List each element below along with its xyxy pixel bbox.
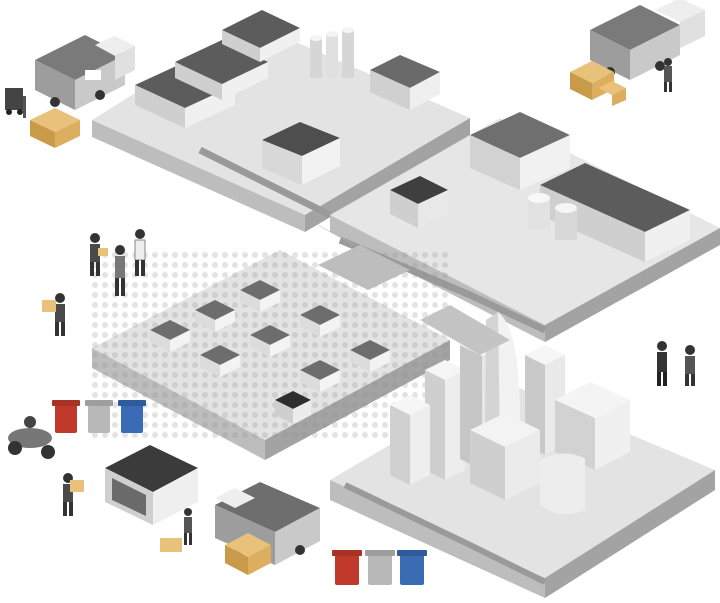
connecting-road <box>300 215 510 355</box>
cargo-box-icon <box>570 61 626 106</box>
recycling-bin-icon <box>397 550 427 585</box>
residential-zone-platform <box>92 250 452 460</box>
courier-person-icon <box>160 508 192 552</box>
dark-depot-building <box>390 176 448 228</box>
motor-scooter-icon <box>8 416 55 459</box>
storage-tanks <box>528 193 577 240</box>
delivery-truck-icon <box>590 0 705 80</box>
small-shop <box>275 391 311 424</box>
courier-person-icon <box>685 345 695 386</box>
cargo-box-icon <box>225 533 271 575</box>
rounded-building <box>540 453 585 514</box>
recycling-bin-icon <box>332 550 362 585</box>
delivery-truck-icon <box>215 482 320 565</box>
recycling-bin-icon <box>52 400 80 433</box>
office-tower <box>555 382 630 470</box>
factory-yard-platform <box>330 112 720 342</box>
factory-silos <box>310 27 354 78</box>
forklift-icon <box>5 88 26 118</box>
office-building <box>262 122 340 185</box>
courier-person-icon <box>657 341 667 386</box>
office-tower <box>390 395 430 485</box>
house-row <box>150 280 390 392</box>
recycling-bin-icon <box>85 400 113 433</box>
factory-building <box>370 55 440 110</box>
downtown-zone-platform <box>330 312 715 598</box>
recycling-bin-icon <box>118 400 146 433</box>
courier-person-icon <box>664 58 672 92</box>
courier-person-icon <box>134 229 146 276</box>
courier-person-icon <box>63 473 84 516</box>
skyscraper <box>425 360 465 480</box>
recycling-bin-icon <box>365 550 395 585</box>
warehouse-building <box>222 10 300 62</box>
low-rise-block <box>470 413 540 500</box>
industrial-zone-platform <box>92 10 470 232</box>
delivery-truck-icon <box>35 35 135 110</box>
kiosk-shop-icon <box>105 445 198 525</box>
courier-person-icon <box>115 245 125 296</box>
courier-person-icon <box>90 233 108 276</box>
courier-person-icon <box>42 293 65 336</box>
cargo-box-icon <box>30 108 80 148</box>
research-building <box>470 112 570 190</box>
